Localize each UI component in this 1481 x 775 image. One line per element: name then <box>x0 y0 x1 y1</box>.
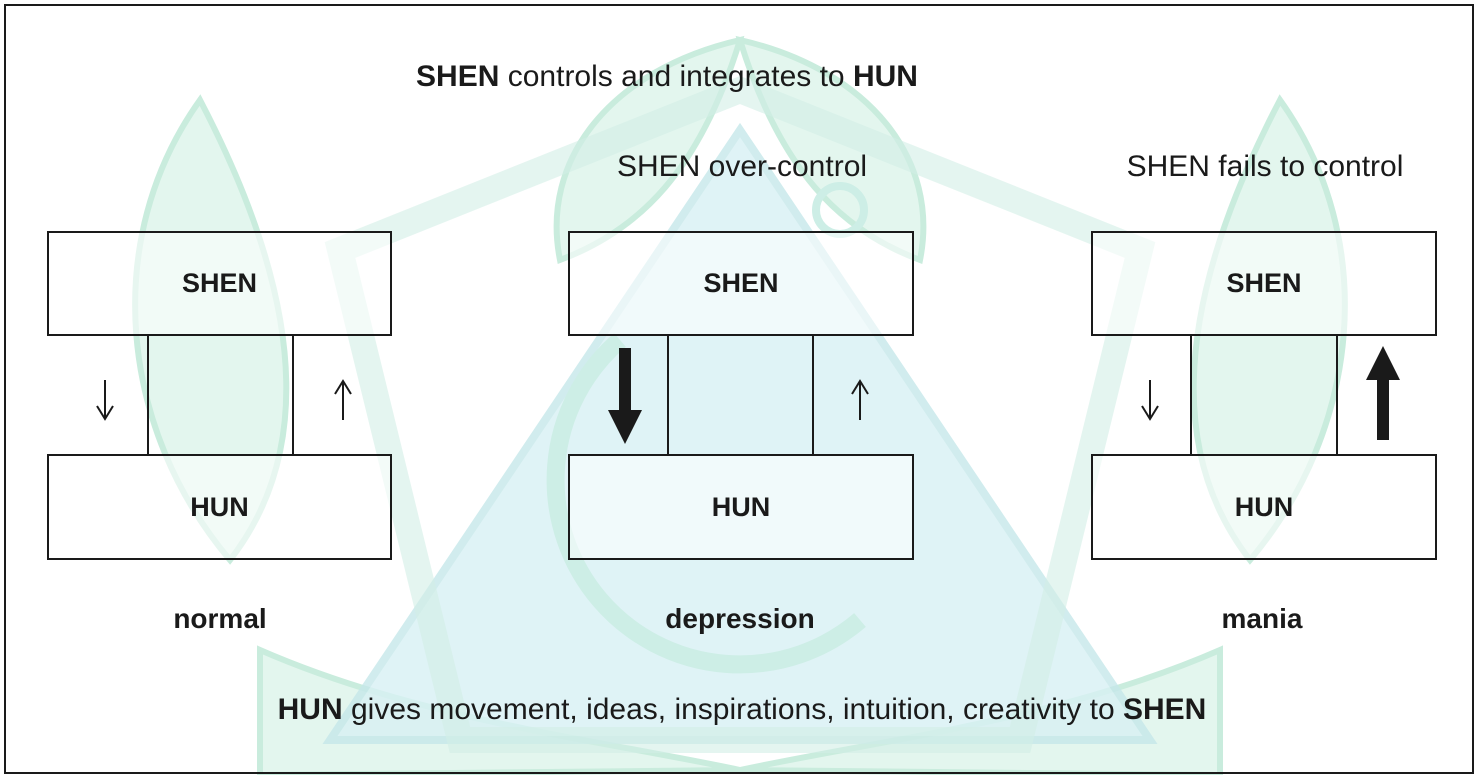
normal-up-arrow-icon <box>334 379 352 420</box>
depression-shen-box: SHEN <box>568 231 914 336</box>
depression-left-connector <box>667 335 669 455</box>
mania-hun-box: HUN <box>1091 454 1437 560</box>
normal-left-connector <box>147 335 149 455</box>
footer-bold-shen: SHEN <box>1123 693 1207 726</box>
depression-down-arrow-icon <box>608 348 642 444</box>
mania-up-arrow-icon <box>1366 346 1400 440</box>
panel-heading-mania: SHEN fails to control <box>1126 150 1404 183</box>
diagram-footer: HUN gives movement, ideas, inspirations,… <box>278 693 1207 727</box>
depression-caption: depression <box>665 603 815 634</box>
footer-text: gives movement, ideas, inspirations, int… <box>342 693 1123 726</box>
mania-down-arrow-icon <box>1141 380 1159 421</box>
mania-shen-box: SHEN <box>1091 231 1437 336</box>
mania-right-connector <box>1336 335 1338 455</box>
mania-left-connector <box>1190 335 1192 455</box>
normal-down-arrow-icon <box>96 380 114 421</box>
diagram-frame <box>4 4 1474 774</box>
depression-hun-box: HUN <box>568 454 914 560</box>
title-text: controls and integrates to <box>499 60 853 93</box>
mania-caption: mania <box>1221 603 1303 634</box>
depression-right-connector <box>812 335 814 455</box>
title-bold-hun: HUN <box>852 60 918 93</box>
depression-up-arrow-icon <box>851 379 869 420</box>
normal-hun-box: HUN <box>47 454 392 560</box>
diagram-title: SHEN controls and integrates to HUN <box>416 60 918 94</box>
panel-heading-depression: SHEN over-control <box>616 150 868 183</box>
normal-shen-box: SHEN <box>47 231 392 336</box>
normal-right-connector <box>292 335 294 455</box>
footer-bold-hun: HUN <box>277 693 343 726</box>
title-bold-shen: SHEN <box>416 60 500 93</box>
normal-caption: normal <box>173 603 267 634</box>
